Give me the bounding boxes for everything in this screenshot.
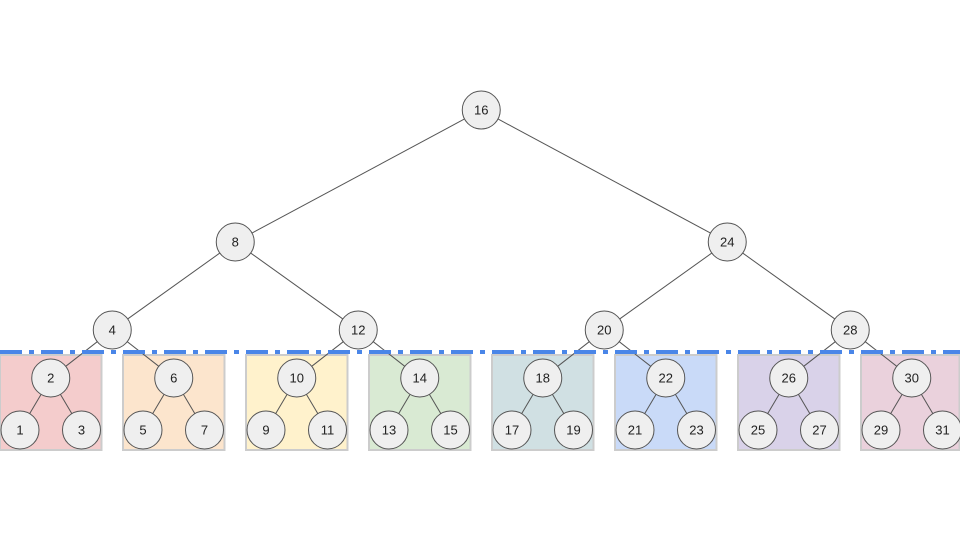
tree-node-13: 13 (370, 411, 408, 449)
edge-24-28 (743, 253, 835, 319)
tree-node-25: 25 (739, 411, 777, 449)
tree-node-5: 5 (124, 411, 162, 449)
tree-node-11: 11 (309, 411, 347, 449)
edge-16-24 (498, 119, 711, 233)
node-label: 7 (201, 423, 208, 438)
tree-node-23: 23 (678, 411, 716, 449)
tree-node-6: 6 (155, 359, 193, 397)
node-label: 20 (597, 323, 611, 338)
tree-node-18: 18 (524, 359, 562, 397)
node-label: 5 (139, 423, 146, 438)
tree-node-31: 31 (924, 411, 960, 449)
tree-node-29: 29 (862, 411, 900, 449)
tree-node-9: 9 (247, 411, 285, 449)
node-label: 25 (751, 423, 765, 438)
tree-node-1: 1 (1, 411, 39, 449)
tree-node-4: 4 (93, 311, 131, 349)
edge-24-20 (620, 253, 712, 319)
edge-8-4 (128, 253, 220, 319)
tree-node-19: 19 (555, 411, 593, 449)
tree-node-27: 27 (801, 411, 839, 449)
node-label: 18 (536, 371, 550, 386)
tree-node-21: 21 (616, 411, 654, 449)
tree-node-20: 20 (585, 311, 623, 349)
edge-8-12 (251, 253, 343, 319)
tree-node-15: 15 (432, 411, 470, 449)
node-label: 8 (232, 235, 239, 250)
node-label: 10 (290, 371, 304, 386)
tree-node-24: 24 (708, 223, 746, 261)
node-label: 11 (321, 423, 335, 438)
node-label: 9 (262, 423, 269, 438)
tree-node-26: 26 (770, 359, 808, 397)
node-label: 6 (170, 371, 177, 386)
tree-node-17: 17 (493, 411, 531, 449)
node-label: 30 (905, 371, 919, 386)
node-label: 23 (689, 423, 703, 438)
node-label: 14 (413, 371, 427, 386)
tree-node-8: 8 (216, 223, 254, 261)
node-label: 24 (720, 235, 734, 250)
node-label: 12 (351, 323, 365, 338)
tree-node-28: 28 (831, 311, 869, 349)
node-label: 1 (16, 423, 23, 438)
tree-node-7: 7 (186, 411, 224, 449)
tree-node-10: 10 (278, 359, 316, 397)
node-label: 2 (47, 371, 54, 386)
tree-node-16: 16 (462, 91, 500, 129)
node-label: 21 (628, 423, 642, 438)
node-label: 27 (812, 423, 826, 438)
node-label: 13 (382, 423, 396, 438)
node-label: 4 (109, 323, 116, 338)
edge-16-8 (252, 119, 465, 233)
tree-node-12: 12 (339, 311, 377, 349)
tree-node-22: 22 (647, 359, 685, 397)
tree-node-3: 3 (63, 411, 101, 449)
node-label: 15 (443, 423, 457, 438)
node-label: 31 (935, 423, 949, 438)
node-label: 22 (659, 371, 673, 386)
node-label: 28 (843, 323, 857, 338)
node-label: 16 (474, 103, 488, 118)
tree-node-30: 30 (893, 359, 931, 397)
tree-node-14: 14 (401, 359, 439, 397)
tree-node-2: 2 (32, 359, 70, 397)
node-label: 3 (78, 423, 85, 438)
node-label: 26 (782, 371, 796, 386)
node-label: 29 (874, 423, 888, 438)
node-label: 17 (505, 423, 519, 438)
node-label: 19 (566, 423, 580, 438)
